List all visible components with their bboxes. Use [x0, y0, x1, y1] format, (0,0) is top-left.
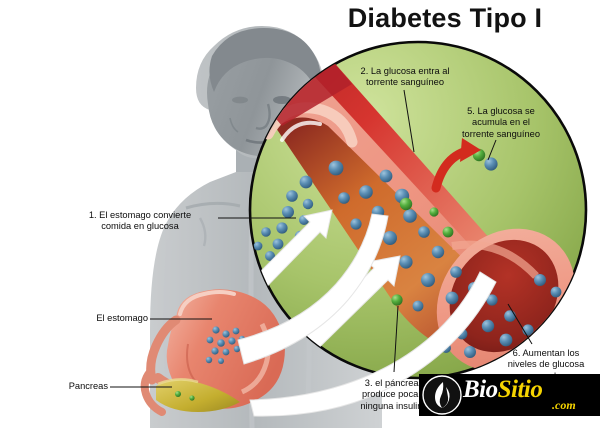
leader-lines	[110, 89, 533, 388]
leader-step3	[393, 305, 399, 373]
leader-step5	[487, 139, 497, 161]
entering-glucose-particles	[253, 175, 314, 261]
vessel-insulin-particles	[399, 197, 454, 238]
watermark-banner: BioSitio .com	[419, 374, 600, 416]
leader-step6	[507, 303, 533, 345]
leader-step2	[403, 89, 415, 153]
page-title: Diabetes Tipo I	[347, 3, 543, 33]
escaping-glucose-pair	[472, 148, 498, 171]
red-escape-arrow	[431, 138, 481, 193]
pancreas-illustration	[140, 368, 240, 416]
watermark-sitio: Sitio	[497, 376, 543, 403]
watermark-wordmark: BioSitio	[463, 376, 543, 404]
label-pancreas: Pancreas	[68, 381, 108, 391]
label-step-5: 5. La glucosa se acumula en el torrente …	[461, 106, 541, 139]
biositio-flame-logo	[422, 375, 462, 415]
watermark-bio: Bio	[463, 376, 498, 403]
label-step-1: 1. El estomago convierte comida en gluco…	[88, 210, 192, 232]
vessel-glucose-particles	[328, 160, 534, 347]
magnifier-connector	[237, 213, 497, 417]
label-step-2: 2. La glucosa entra al torrente sanguíne…	[360, 66, 450, 88]
insulin-particle-low	[391, 294, 403, 306]
watermark-com: .com	[552, 398, 576, 412]
label-stomach: El estomago	[96, 313, 148, 323]
